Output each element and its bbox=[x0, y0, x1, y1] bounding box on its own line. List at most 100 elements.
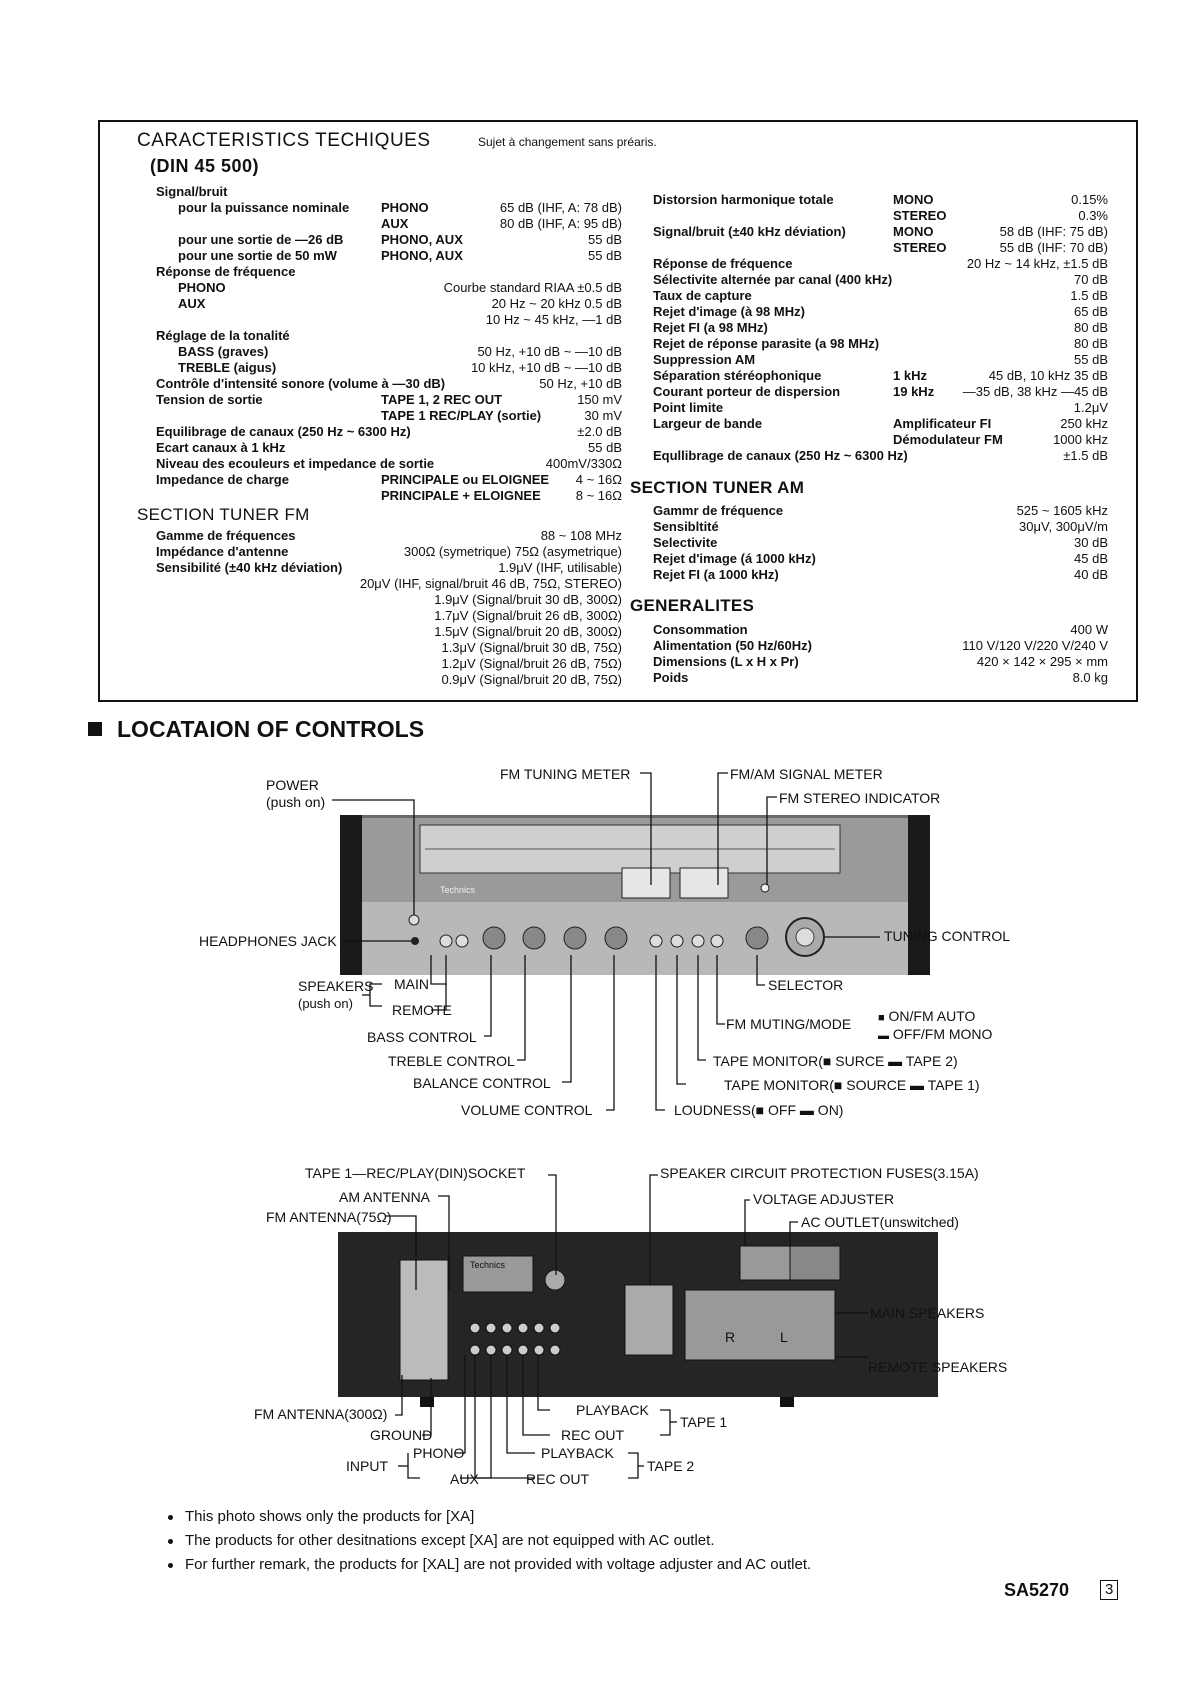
spec-label: Equilibrage de canaux (250 Hz ~ 6300 Hz) bbox=[156, 424, 411, 439]
speaker-terminals bbox=[684, 1289, 836, 1361]
spec-label: Rejet FI (a 98 MHz) bbox=[653, 320, 768, 335]
spec-value: 0.15% bbox=[1071, 192, 1108, 207]
spec-value: 1.3μV (Signal/bruit 30 dB, 75Ω) bbox=[441, 640, 622, 655]
spec-label: Sélectivite alternée par canal (400 kHz) bbox=[653, 272, 893, 287]
spec-sublabel: 19 kHz bbox=[893, 384, 935, 399]
label-main-speakers: MAIN SPEAKERS bbox=[870, 1305, 985, 1321]
spec-note: Sujet à changement sans préaris. bbox=[478, 135, 657, 149]
rear-panel-diagram: Technics R L bbox=[338, 1174, 938, 1479]
spec-label: Signal/bruit (±40 kHz déviation) bbox=[653, 224, 846, 239]
spec-row: 1.2μV (Signal/bruit 26 dB, 75Ω) bbox=[156, 656, 622, 672]
label-input: INPUT bbox=[346, 1458, 388, 1474]
spec-value: Courbe standard RIAA ±0.5 dB bbox=[443, 280, 622, 295]
spec-value: 1.5 dB bbox=[1070, 288, 1108, 303]
front-left-side bbox=[340, 815, 362, 975]
spec-label: PHONO bbox=[178, 280, 226, 295]
signal-meter-icon bbox=[679, 867, 729, 899]
label-voltage-adjuster: VOLTAGE ADJUSTER bbox=[753, 1191, 895, 1207]
specifications-box: CARACTERISTICS TECHIQUES Sujet à changem… bbox=[98, 120, 1138, 702]
spec-value: 420 × 142 × 295 × mm bbox=[976, 654, 1108, 669]
label-on-fm-auto: ■ ON/FM AUTO bbox=[878, 1008, 976, 1024]
spec-label: Dimensions (L x H x Pr) bbox=[653, 654, 799, 669]
label-remote-speakers: REMOTE SPEAKERS bbox=[868, 1359, 1008, 1375]
din-socket-icon bbox=[544, 1269, 566, 1291]
spec-row: Alimentation (50 Hz/60Hz)110 V/120 V/220… bbox=[653, 638, 1108, 654]
spec-sublabel: MONO bbox=[893, 224, 934, 239]
label-rec-out-1: REC OUT bbox=[561, 1427, 624, 1443]
spec-row: PHONO Courbe standard RIAA ±0.5 dB bbox=[156, 280, 622, 296]
spec-row: Taux de capture 1.5 dB bbox=[653, 288, 1108, 304]
note-3: For further remark, the products for [XA… bbox=[168, 1556, 811, 1573]
spec-row: Rejet FI (a 98 MHz) 80 dB bbox=[653, 320, 1108, 336]
spec-value: 55 dB bbox=[588, 440, 622, 455]
spec-row: Sensibltité 30μV, 300μV/m bbox=[653, 519, 1108, 535]
am-section-title: SECTION TUNER AM bbox=[630, 478, 805, 497]
spec-label: pour une sortie de —26 dB bbox=[178, 232, 344, 247]
spec-label: Réponse de fréquence bbox=[653, 256, 793, 271]
spec-value: 300Ω (symetrique) 75Ω (asymetrique) bbox=[403, 544, 622, 559]
spec-label: Poids bbox=[653, 670, 689, 685]
general-section-title: GENERALITES bbox=[630, 596, 755, 615]
label-volume-control: VOLUME CONTROL bbox=[461, 1102, 593, 1118]
spec-sublabel: TAPE 1 REC/PLAY (sortie) bbox=[381, 408, 542, 423]
spec-sublabel: PRINCIPALE + ELOIGNEE bbox=[381, 488, 541, 503]
spec-row: TREBLE (aigus)10 kHz, +10 dB ~ —10 dB bbox=[156, 360, 622, 376]
spec-value: 250 kHz bbox=[1060, 416, 1108, 431]
spec-row: Sensibilité (±40 kHz déviation)1.9μV (IH… bbox=[156, 560, 622, 576]
label-balance-control: BALANCE CONTROL bbox=[413, 1075, 551, 1091]
footer-model: SA5270 bbox=[1004, 1580, 1070, 1600]
spec-label: Taux de capture bbox=[653, 288, 752, 303]
label-tape-1: TAPE 1 bbox=[680, 1414, 728, 1430]
spec-row: Dimensions (L x H x Pr) 420 × 142 × 295 ×… bbox=[653, 654, 1108, 670]
spec-value: 20 Hz ~ 14 kHz, ±1.5 dB bbox=[966, 256, 1108, 271]
spec-sublabel: TAPE 1, 2 REC OUT bbox=[381, 392, 503, 407]
spec-row: Signal/bruit bbox=[156, 184, 622, 200]
spec-value: 80 dB bbox=[1074, 320, 1108, 335]
spec-row: Contrôle d'intensité sonore (volume à —3… bbox=[156, 376, 622, 392]
power-switch-icon bbox=[408, 914, 420, 926]
spec-label: Impédance d'antenne bbox=[156, 544, 289, 559]
spec-value: 88 ~ 108 MHz bbox=[540, 528, 622, 543]
spec-value: 45 dB bbox=[1074, 551, 1108, 566]
label-fm-muting: FM MUTING/MODE bbox=[726, 1016, 852, 1032]
spec-value: 50 Hz, +10 dB ~ —10 dB bbox=[477, 344, 622, 359]
spec-value: 110 V/120 V/220 V/240 V bbox=[962, 638, 1108, 653]
spec-value: 30μV, 300μV/m bbox=[1019, 519, 1108, 534]
spec-value: 150 mV bbox=[577, 392, 622, 407]
spec-value: 40 dB bbox=[1074, 567, 1108, 582]
bullet-icon bbox=[168, 1514, 173, 1520]
spec-label: Distorsion harmonique totale bbox=[653, 192, 834, 207]
section-bullet-icon bbox=[88, 722, 102, 736]
spec-din: (DIN 45 500) bbox=[150, 156, 260, 176]
spec-value: 20μV (IHF, signal/bruit 46 dB, 75Ω, STER… bbox=[359, 576, 622, 591]
spec-row: Rejet d'image (á 1000 kHz)45 dB bbox=[653, 551, 1108, 567]
label-power: POWER bbox=[266, 777, 319, 793]
spec-sublabel: PRINCIPALE ou ELOIGNEE bbox=[381, 472, 550, 487]
label-fm-am-signal-meter: FM/AM SIGNAL METER bbox=[730, 766, 883, 782]
spec-label: Point limite bbox=[653, 400, 724, 415]
spec-label: Gammr de fréquence bbox=[653, 503, 784, 518]
spec-row: Réglage de la tonalité bbox=[156, 328, 622, 344]
spec-row: 10 Hz ~ 45 kHz, —1 dB bbox=[156, 312, 622, 328]
front-panel-diagram: Technics bbox=[332, 772, 930, 1111]
spec-title: CARACTERISTICS TECHIQUES bbox=[137, 130, 431, 151]
label-bass-control: BASS CONTROL bbox=[367, 1029, 477, 1045]
spec-value: 55 dB (IHF: 70 dB) bbox=[999, 240, 1108, 255]
spec-label: Courant porteur de dispersion bbox=[653, 384, 841, 399]
selector-knob-icon bbox=[745, 926, 769, 950]
spec-label: Gamme de fréquences bbox=[156, 528, 296, 543]
spec-label: Réponse de fréquence bbox=[156, 264, 296, 279]
spec-label: Sensibltité bbox=[653, 519, 719, 534]
spec-value: 0.3% bbox=[1078, 208, 1108, 223]
spec-value: 55 dB bbox=[588, 232, 622, 247]
spec-sublabel: 1 kHz bbox=[893, 368, 927, 383]
spec-value: ±1.5 dB bbox=[1063, 448, 1108, 463]
spec-value: ±2.0 dB bbox=[577, 424, 622, 439]
